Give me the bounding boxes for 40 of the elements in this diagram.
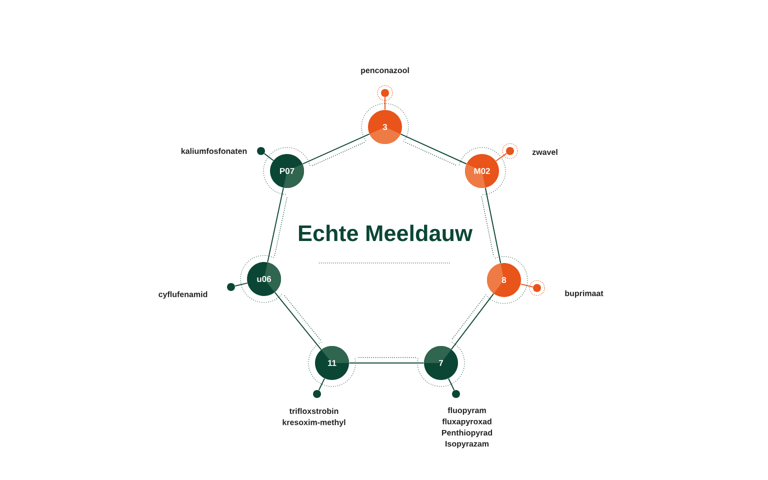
leader-dot <box>529 280 545 296</box>
leader-line <box>496 152 508 162</box>
substance-label: fluxapyroxad <box>442 418 492 426</box>
leader-dot <box>502 143 518 159</box>
substance-label: zwavel <box>532 149 558 155</box>
dotted-line <box>481 196 494 257</box>
leader-line <box>520 284 534 288</box>
connector-line <box>274 292 322 350</box>
leader-line <box>234 282 248 286</box>
connector-line <box>302 134 370 164</box>
dotted-line <box>451 296 485 340</box>
leader-dot <box>377 85 393 101</box>
connector-line <box>484 187 502 264</box>
substance-label: Isopyrazam <box>446 441 489 448</box>
substance-label: fluopyram <box>448 407 486 415</box>
substance-label: kaliumfosfonaten <box>181 148 247 154</box>
leader-line <box>318 378 326 391</box>
leader-dot <box>452 390 460 398</box>
connector-line <box>400 134 467 164</box>
dotted-line <box>356 357 416 358</box>
leader-dot <box>227 283 235 291</box>
leader-dot <box>313 390 321 398</box>
substance-label: buprimaat <box>565 290 604 298</box>
leader-line <box>448 378 455 391</box>
title: Echte Meeldauw <box>299 224 473 242</box>
leader-dot <box>257 147 265 155</box>
substance-label: trifloxstrobin <box>289 408 338 414</box>
dotted-line <box>405 142 458 166</box>
dotted-line <box>274 196 288 256</box>
connector-line <box>348 362 424 364</box>
dotted-line <box>312 142 365 166</box>
substance-label: penconazool <box>361 67 409 75</box>
leader-line <box>264 153 274 162</box>
substance-label: cyflufenamid <box>158 291 208 299</box>
substance-label: Penthiopyrad <box>442 430 492 438</box>
leader-line <box>384 96 386 110</box>
connector-line <box>450 293 494 350</box>
connector-line <box>267 187 284 263</box>
dotted-line <box>284 294 321 340</box>
substance-label: kresoxim-methyl <box>282 419 346 427</box>
